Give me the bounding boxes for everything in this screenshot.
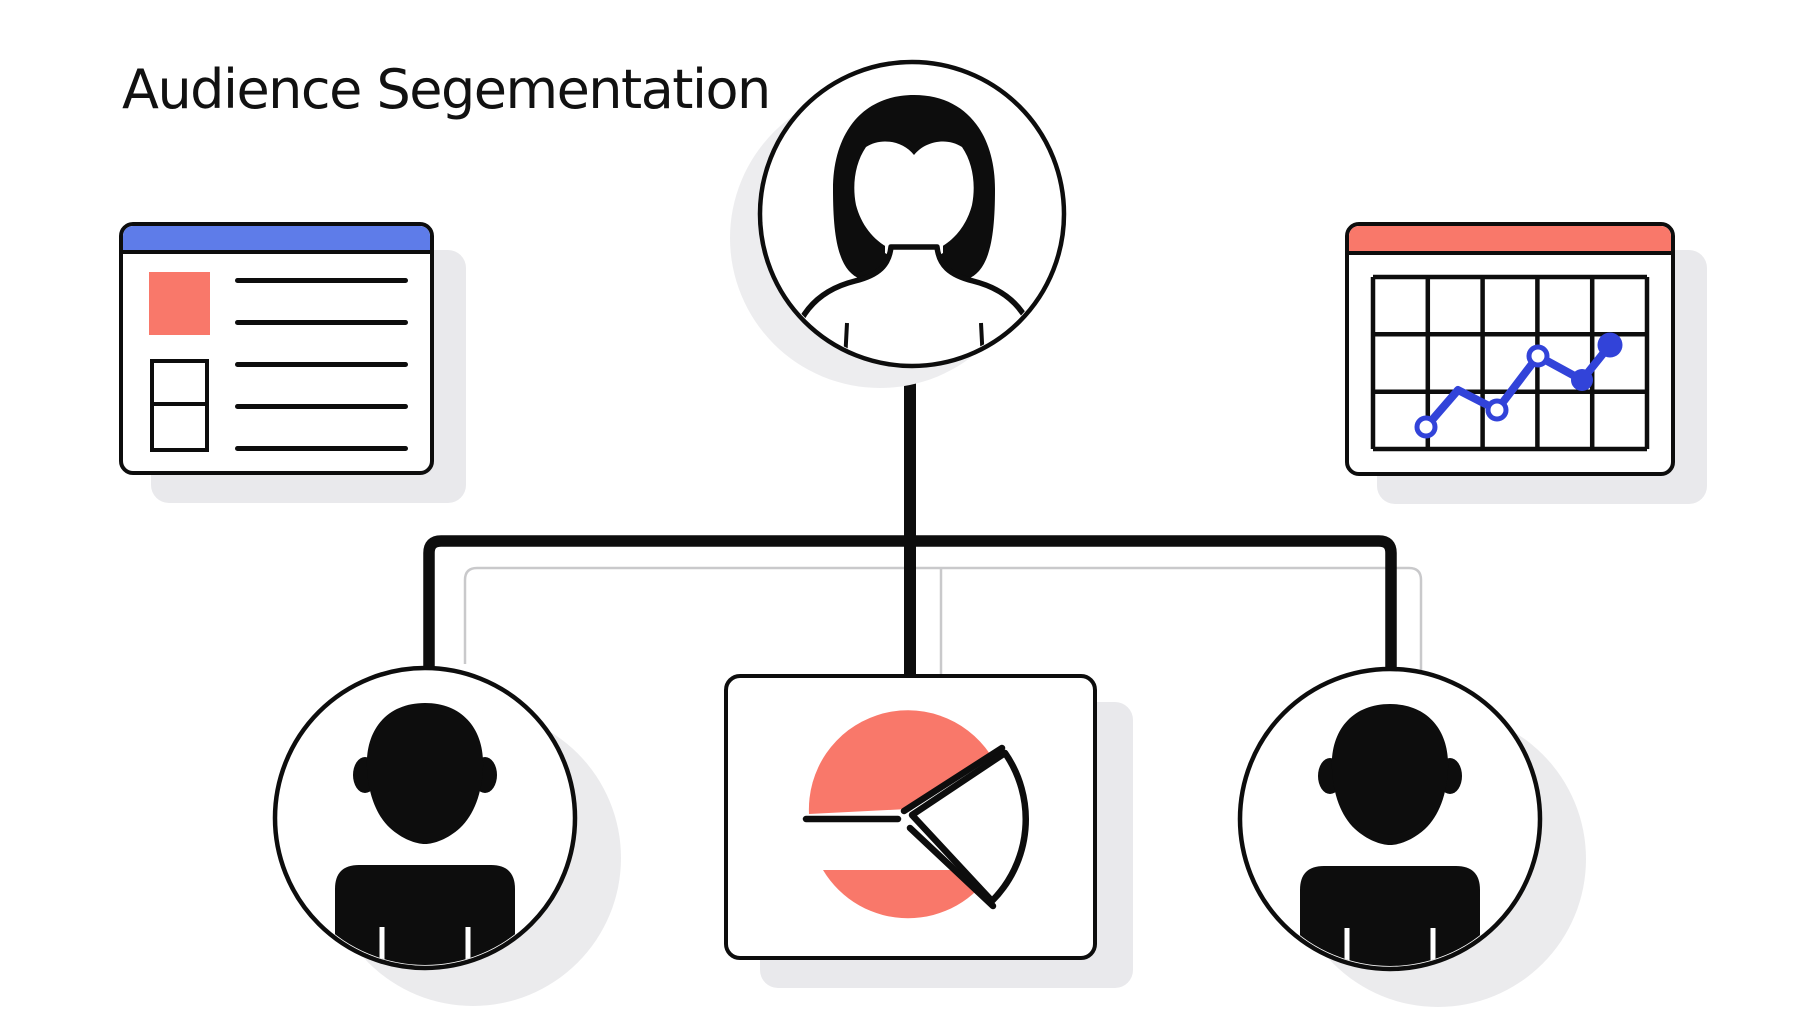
pie-lower-slice (823, 870, 993, 919)
exploded-pie-chart (802, 710, 1029, 919)
person-head (1331, 704, 1449, 845)
table-cell (154, 363, 205, 406)
woman-icon (786, 95, 1042, 363)
calendar-grid-chart (1370, 274, 1650, 452)
chart-point-marker (1597, 332, 1623, 358)
person-avatar-circle-right (1237, 666, 1586, 1007)
calendar-card-header (1349, 226, 1671, 255)
pie-upper-slice (808, 710, 990, 814)
text-placeholder-line (235, 404, 408, 409)
text-placeholder-line (235, 278, 408, 283)
person-arm-lines (1344, 928, 1436, 966)
person-avatar-circle-left (272, 665, 621, 1006)
chart-point-marker (1414, 415, 1438, 439)
pie-slit-lines (802, 744, 1006, 910)
document-card-header (123, 226, 430, 254)
two-cell-table (150, 359, 209, 452)
pie-exploded-wedge (908, 749, 1029, 905)
text-placeholder-line (235, 362, 408, 367)
text-placeholder-line (235, 320, 408, 325)
chart-point-marker (1571, 369, 1593, 391)
chart-point-marker (1485, 398, 1509, 422)
page-title: Audience Segementation (122, 58, 771, 121)
person-arm-lines (379, 927, 471, 965)
image-placeholder-square (149, 272, 210, 335)
calendar-chart-card (1345, 222, 1675, 476)
document-card (119, 222, 434, 475)
calendar-grid (1370, 274, 1650, 452)
chart-point-marker (1526, 344, 1550, 368)
woman-avatar-circle (730, 59, 1067, 388)
connector-echo-line (463, 566, 1423, 676)
person-head (366, 703, 484, 844)
woman-face (854, 141, 974, 255)
table-cell (154, 406, 205, 449)
text-placeholder-line (235, 446, 408, 451)
